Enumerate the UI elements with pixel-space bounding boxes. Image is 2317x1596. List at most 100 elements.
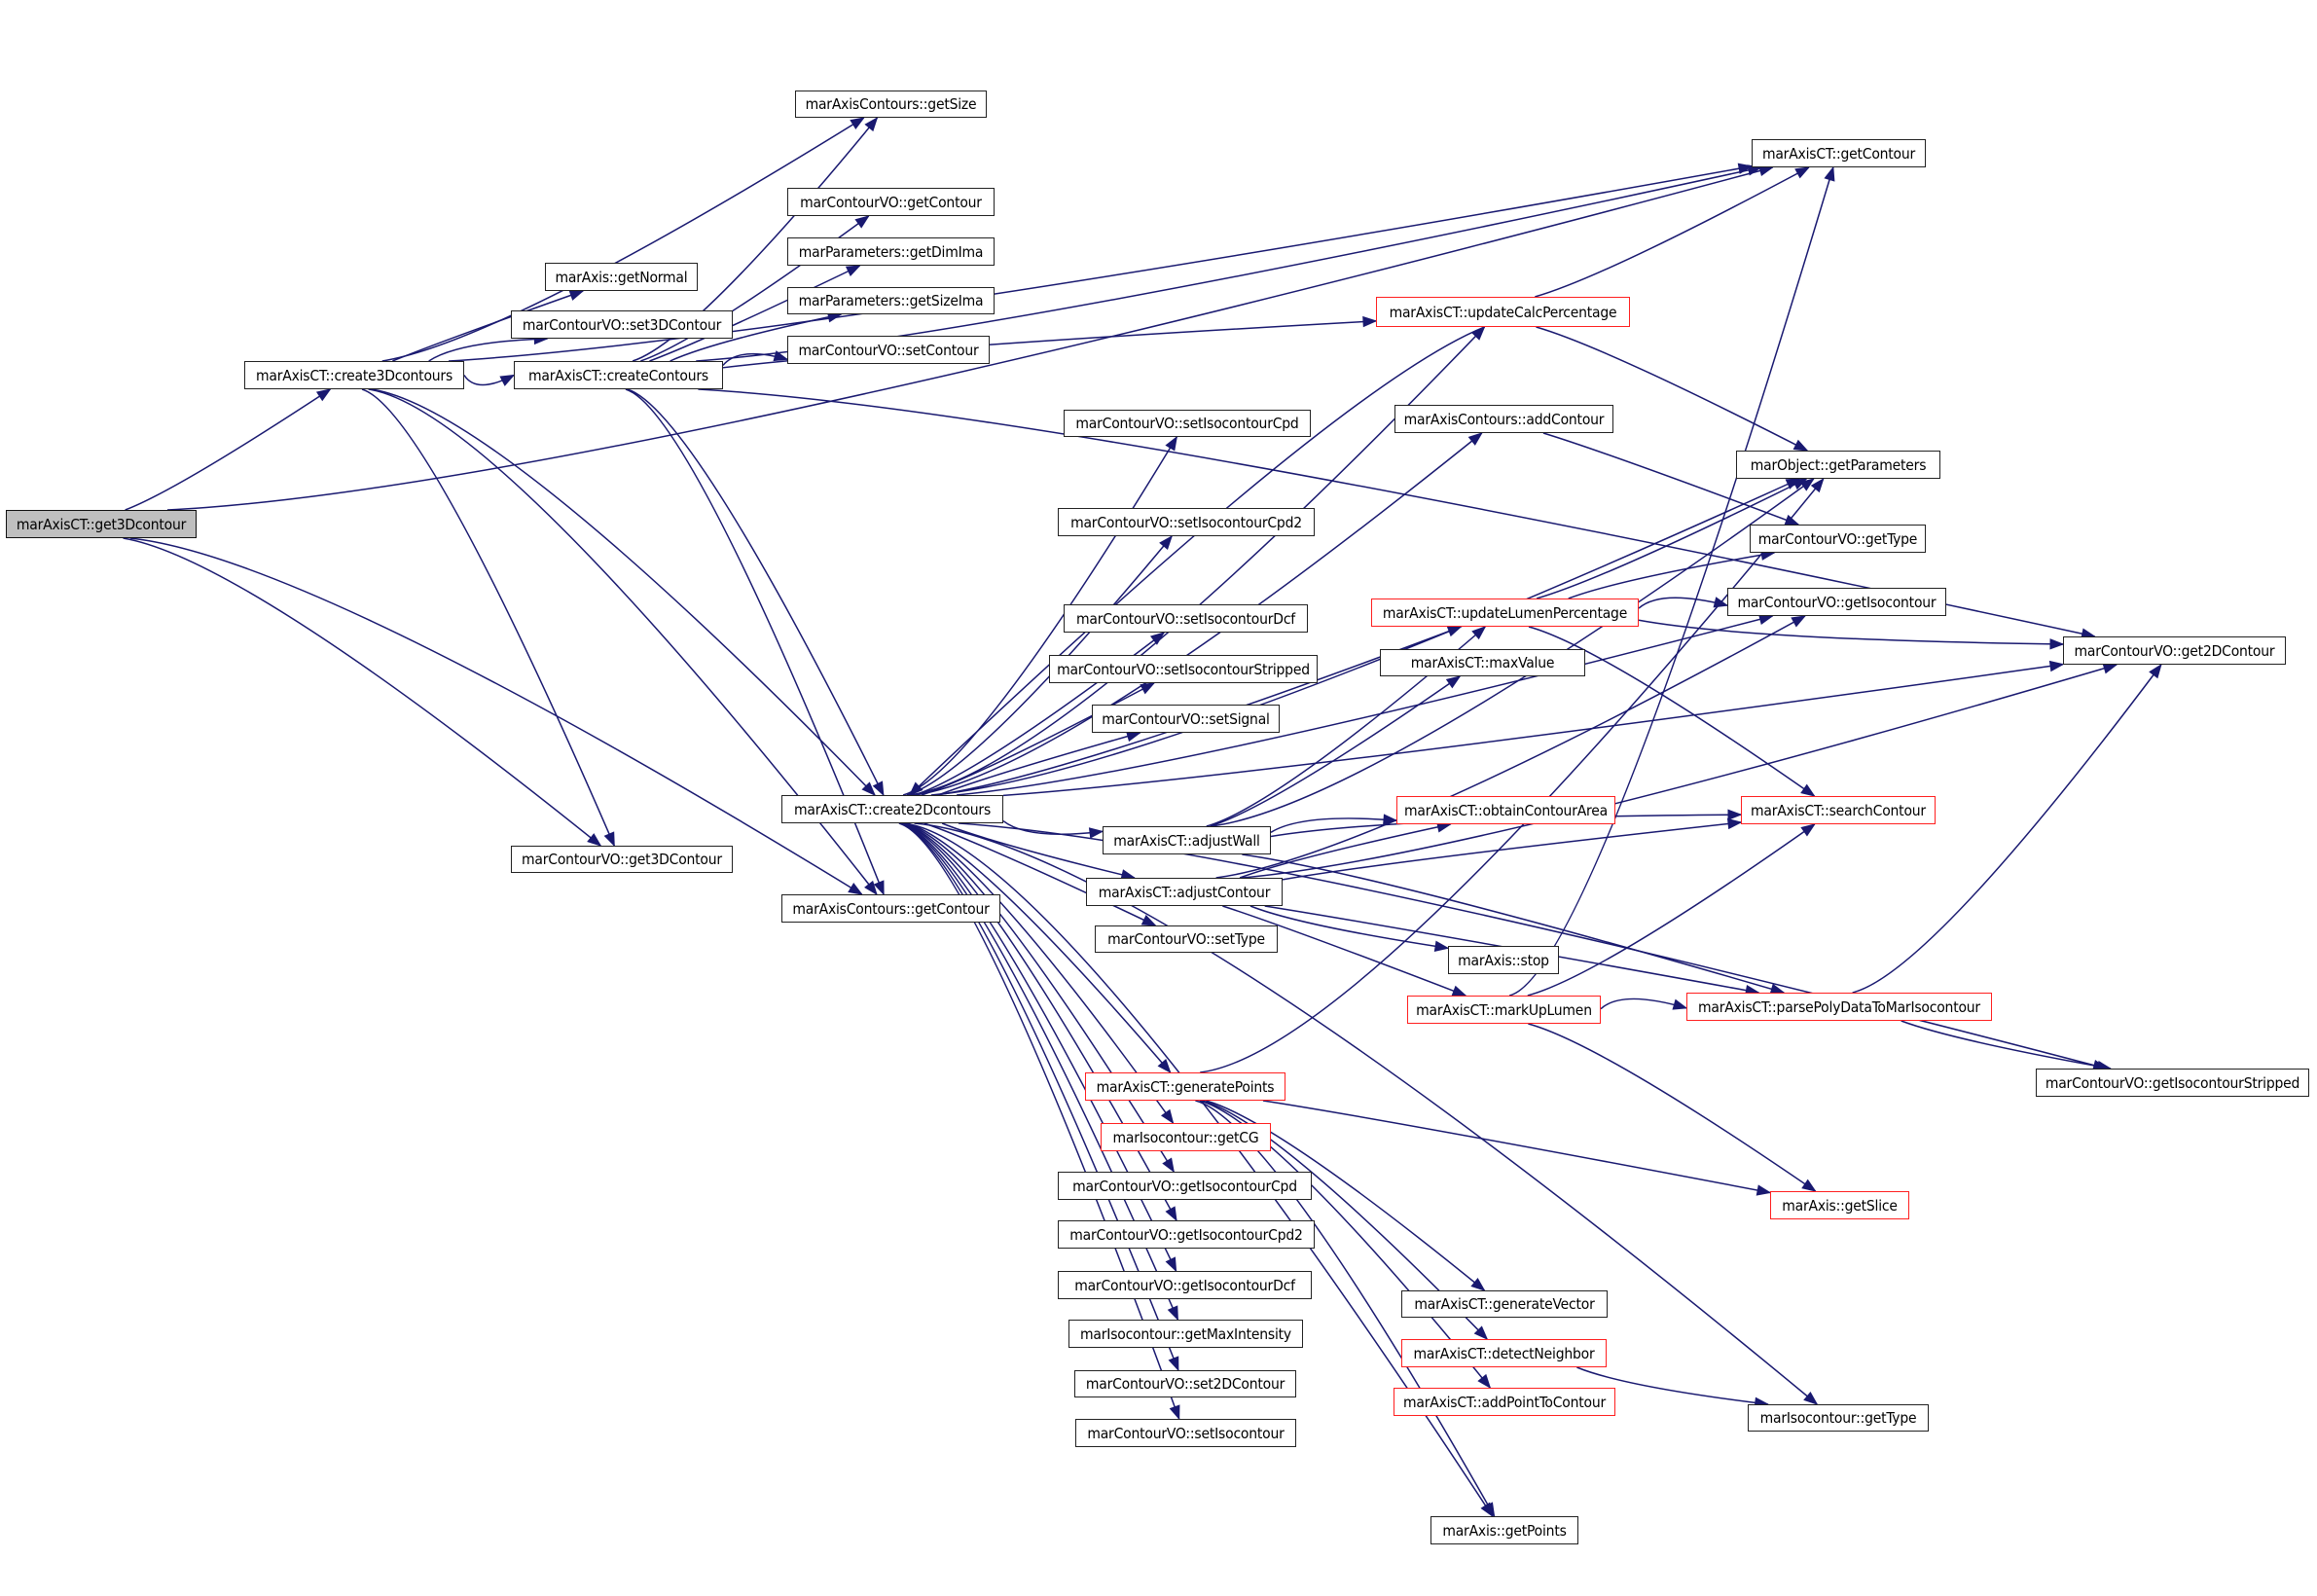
arrowhead-icon	[1165, 1206, 1177, 1222]
arrowhead-icon	[864, 880, 878, 896]
node-mar-axis-ct-add-point-to-contour[interactable]: marAxisCT::addPointToContour	[1394, 1388, 1615, 1416]
node-mar-contour-vo-get-isocontour-cpd2[interactable]: marContourVO::getIsocontourCpd2	[1058, 1220, 1315, 1249]
arrowhead-icon	[1800, 783, 1816, 797]
edge-generatePoints-to-getParameters	[1200, 478, 1825, 1073]
edge-createContours-to-create2D	[627, 388, 885, 796]
node-mar-axis-ct-obtain-contour-area[interactable]: marAxisCT::obtainContourArea	[1396, 796, 1615, 824]
node-mar-axis-ct-adjust-wall[interactable]: marAxisCT::adjustWall	[1103, 826, 1271, 854]
node-mar-axis-ct-max-value[interactable]: marAxisCT::maxValue	[1380, 649, 1585, 676]
edge-updateLumen-to-getParameters	[1536, 478, 1807, 599]
arrowhead-icon	[1362, 315, 1378, 328]
node-mar-axis-get-slice[interactable]: marAxis::getSlice	[1770, 1191, 1909, 1219]
node-mar-contour-vo-get3-dcontour[interactable]: marContourVO::get3DContour	[511, 846, 733, 873]
arrowhead-icon	[587, 833, 602, 847]
node-mar-axis-ct-create3-dcontours[interactable]: marAxisCT::create3Dcontours	[244, 361, 464, 389]
arrowhead-icon	[1140, 682, 1156, 695]
node-mar-axis-contours-get-contour[interactable]: marAxisContours::getContour	[781, 894, 1000, 923]
edge-create2D-to-adjustWall	[1002, 819, 1104, 835]
edge-generatePoints-to-getSlice	[1262, 1100, 1771, 1194]
edge-updateLumen-to-get2DContour	[1638, 619, 2064, 645]
arrowhead-icon	[1470, 1278, 1486, 1291]
arrowhead-icon	[1801, 1179, 1817, 1192]
node-mar-contour-vo-set-isocontour-dcf[interactable]: marContourVO::setIsocontourDcf	[1064, 604, 1308, 633]
node-mar-axis-ct-update-lumen-percentage[interactable]: marAxisCT::updateLumenPercentage	[1371, 598, 1639, 627]
edge-adjustContour-to-stop	[1249, 905, 1449, 950]
arrowhead-icon	[1794, 166, 1811, 179]
node-mar-axis-ct-mark-up-lumen[interactable]: marAxisCT::markUpLumen	[1407, 996, 1601, 1024]
node-mar-axis-contours-add-contour[interactable]: marAxisContours::addContour	[1394, 405, 1613, 433]
node-mar-contour-vo-set-isocontour-cpd[interactable]: marContourVO::setIsocontourCpd	[1064, 410, 1311, 437]
arrowhead-icon	[1165, 1256, 1177, 1273]
node-mar-parameters-get-size-ima[interactable]: marParameters::getSizeIma	[787, 287, 995, 314]
node-mar-contour-vo-set2-dcontour[interactable]: marContourVO::set2DContour	[1074, 1370, 1296, 1397]
node-mar-axis-ct-adjust-contour[interactable]: marAxisCT::adjustContour	[1086, 878, 1283, 906]
edge-create2D-to-addContour	[914, 432, 1483, 796]
edge-createContours-to-ctGetContour	[696, 166, 1761, 362]
edge-create3Dcontours-to-acGetContour	[368, 388, 878, 895]
node-mar-axis-get-normal[interactable]: marAxis::getNormal	[545, 263, 698, 291]
edge-updateCalc-to-create2D	[909, 326, 1485, 796]
node-mar-contour-vo-get-isocontour-stripped[interactable]: marContourVO::getIsocontourStripped	[2036, 1069, 2309, 1097]
node-mar-axis-ct-generate-vector[interactable]: marAxisCT::generateVector	[1401, 1290, 1608, 1318]
node-mar-axis-contours-get-size[interactable]: marAxisContours::getSize	[795, 91, 987, 118]
arrowhead-icon	[872, 780, 885, 797]
node-mar-contour-vo-get-isocontour-cpd[interactable]: marContourVO::getIsocontourCpd	[1058, 1172, 1312, 1200]
arrowhead-icon	[845, 265, 861, 277]
node-mar-contour-vo-get-isocontour-dcf[interactable]: marContourVO::getIsocontourDcf	[1058, 1271, 1312, 1299]
arrowhead-icon	[1433, 940, 1450, 952]
node-mar-isocontour-get-max-intensity[interactable]: marIsocontour::getMaxIntensity	[1068, 1320, 1303, 1348]
node-mar-axis-ct-search-contour[interactable]: marAxisCT::searchContour	[1741, 796, 1936, 824]
node-mar-parameters-get-dim-ima[interactable]: marParameters::getDimIma	[787, 237, 995, 266]
arrowhead-icon	[854, 215, 870, 229]
node-mar-contour-vo-set-type[interactable]: marContourVO::setType	[1095, 925, 1278, 953]
edge-generatePoints-to-detectNeighbor	[1202, 1100, 1488, 1340]
arrowhead-icon	[1672, 998, 1688, 1010]
arrowhead-icon	[2149, 663, 2162, 679]
arrowhead-icon	[850, 117, 865, 129]
arrowhead-icon	[1791, 615, 1807, 628]
edge-create3Dcontours-to-voGet3D	[361, 388, 615, 847]
edge-createContours-to-acGetContour	[625, 388, 885, 895]
arrowhead-icon	[864, 116, 879, 132]
node-mar-axis-ct-detect-neighbor[interactable]: marAxisCT::detectNeighbor	[1401, 1339, 1607, 1367]
node-mar-contour-vo-get-contour[interactable]: marContourVO::getContour	[787, 188, 995, 216]
arrowhead-icon	[1169, 1404, 1180, 1421]
node-mar-contour-vo-set-signal[interactable]: marContourVO::setSignal	[1092, 705, 1280, 733]
node-mar-object-get-parameters[interactable]: marObject::getParameters	[1736, 451, 1940, 479]
edge-adjustContour-to-markUpLumen	[1222, 905, 1466, 997]
node-mar-contour-vo-set3-dcontour[interactable]: marContourVO::set3DContour	[511, 310, 733, 339]
node-mar-axis-ct-parse-poly-data-to-mar-isocontour[interactable]: marAxisCT::parsePolyDataToMarIsocontour	[1686, 993, 1992, 1021]
arrowhead-icon	[603, 831, 615, 848]
arrowhead-icon	[1168, 1356, 1179, 1372]
edge-create2D-to-updateLumen	[936, 626, 1462, 796]
edge-createContours-to-acGetSize	[632, 117, 879, 362]
node-mar-axis-get-points[interactable]: marAxis::getPoints	[1430, 1516, 1578, 1544]
node-mar-contour-vo-get-isocontour[interactable]: marContourVO::getIsocontour	[1727, 588, 1946, 616]
node-mar-contour-vo-set-isocontour[interactable]: marContourVO::setIsocontour	[1075, 1419, 1296, 1447]
node-mar-axis-ct-generate-points[interactable]: marAxisCT::generatePoints	[1085, 1072, 1285, 1101]
edge-markUpLumen-to-searchContour	[1527, 823, 1816, 997]
node-mar-contour-vo-set-isocontour-stripped[interactable]: marContourVO::setIsocontourStripped	[1049, 655, 1318, 683]
node-mar-axis-stop[interactable]: marAxis::stop	[1448, 946, 1559, 974]
node-mar-axis-ct-get-contour[interactable]: marAxisCT::getContour	[1752, 139, 1926, 167]
arrowhead-icon	[1467, 432, 1483, 446]
node-mar-isocontour-get-type[interactable]: marIsocontour::getType	[1748, 1404, 1929, 1432]
node-mar-contour-vo-get2-dcontour[interactable]: marContourVO::get2DContour	[2063, 636, 2286, 665]
edge-createContours-to-getSizeIma	[670, 313, 842, 362]
edge-create2D-to-setSignal	[937, 732, 1140, 796]
edge-create3Dcontours-to-create2D	[371, 388, 876, 796]
node-mar-axis-ct-create2-dcontours[interactable]: marAxisCT::create2Dcontours	[781, 795, 1003, 823]
edge-updateCalc-to-getParameters	[1536, 326, 1808, 452]
node-mar-contour-vo-set-isocontour-cpd2[interactable]: marContourVO::setIsocontourCpd2	[1058, 508, 1315, 536]
node-mar-axis-ct-update-calc-percentage[interactable]: marAxisCT::updateCalcPercentage	[1376, 297, 1630, 327]
node-mar-axis-ct-create-contours[interactable]: marAxisCT::createContours	[514, 361, 723, 389]
arrowhead-icon	[848, 883, 863, 895]
node-mar-isocontour-get-cg[interactable]: marIsocontour::getCG	[1101, 1123, 1271, 1151]
node-mar-contour-vo-set-contour[interactable]: marContourVO::setContour	[787, 336, 990, 364]
arrowhead-icon	[2049, 638, 2065, 650]
arrowhead-icon	[1799, 478, 1815, 491]
node-mar-contour-vo-get-type[interactable]: marContourVO::getType	[1750, 525, 1926, 553]
edge-create2D-to-getPoints	[904, 822, 1494, 1517]
arrowhead-icon	[873, 880, 885, 896]
arrowhead-icon	[1726, 817, 1743, 830]
